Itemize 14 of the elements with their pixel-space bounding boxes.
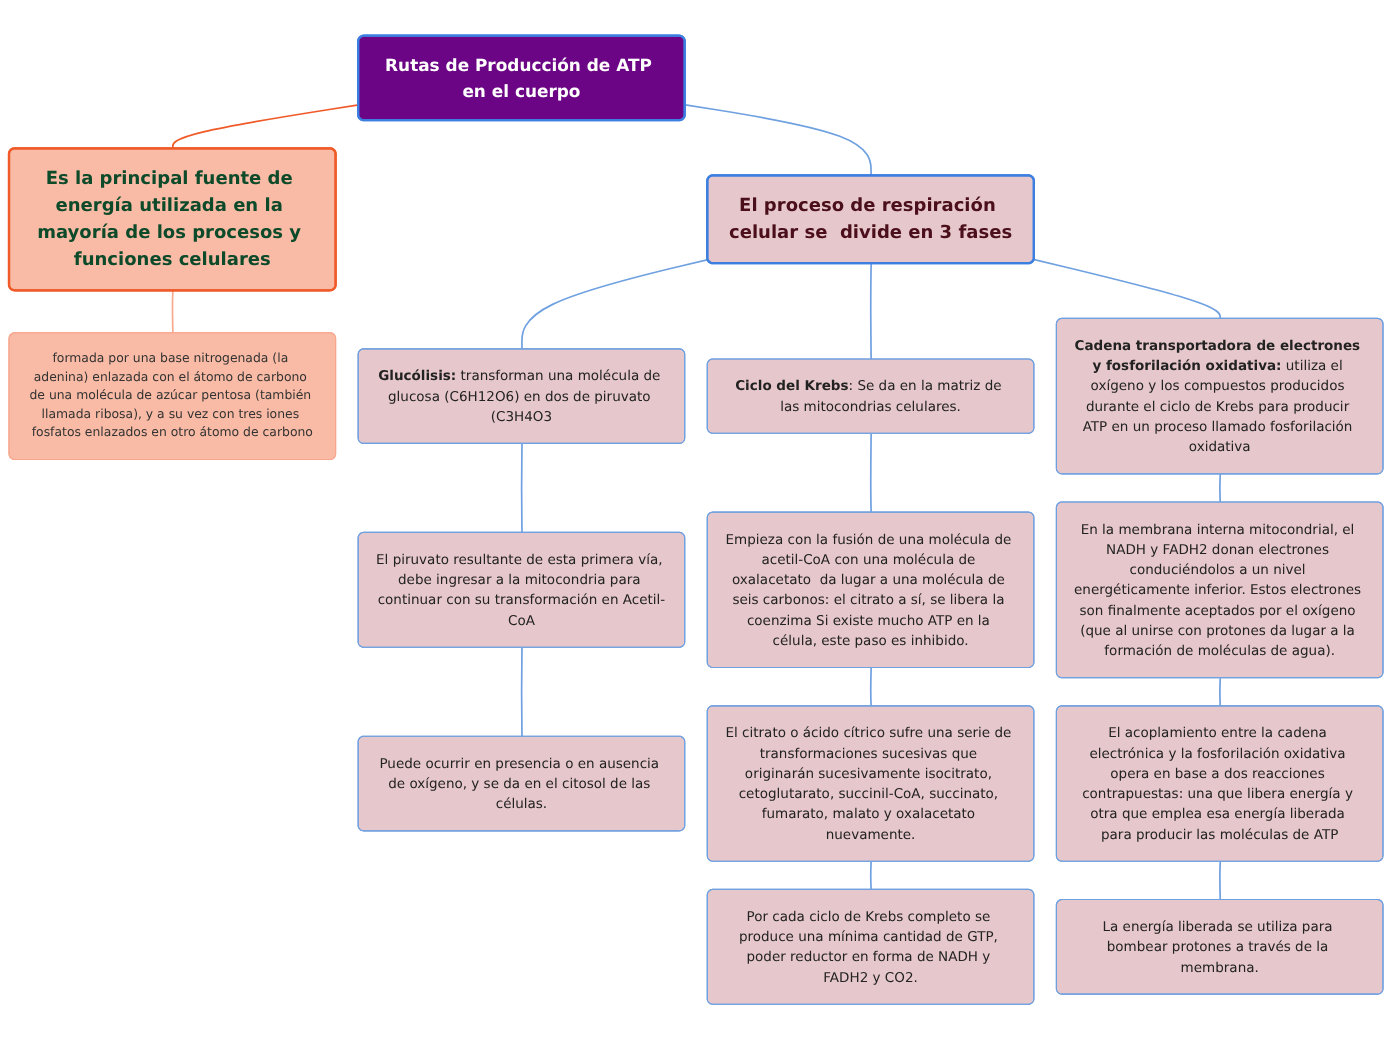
connector: [1219, 677, 1222, 708]
connector: [684, 104, 872, 177]
connector: [521, 258, 709, 351]
connector: [1033, 258, 1222, 320]
connector: [171, 289, 174, 335]
connector: [869, 433, 872, 514]
connector: [869, 860, 872, 891]
connector: [869, 262, 872, 361]
connector: [520, 443, 523, 534]
connector: [869, 667, 872, 708]
connector: [171, 104, 360, 150]
connector: [1219, 860, 1222, 901]
connector: [1219, 473, 1222, 504]
connector: [520, 647, 523, 738]
